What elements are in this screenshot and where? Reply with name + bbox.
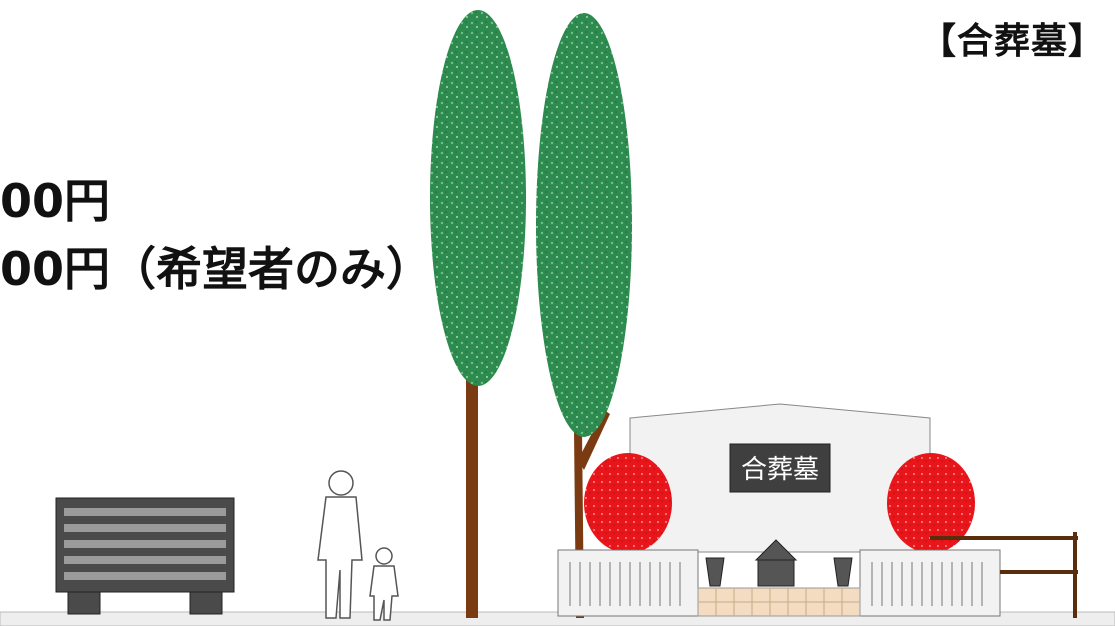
price-line-2: 00円（希望者のみ）	[0, 242, 433, 296]
child-icon	[369, 547, 399, 621]
shrub-icon	[584, 453, 672, 553]
plaque-text: 合葬墓	[741, 455, 819, 485]
shrub-icon	[887, 453, 975, 553]
urn-icon	[833, 557, 853, 587]
plaque	[729, 443, 831, 493]
price-line-1: 00円	[0, 174, 111, 228]
urn-icon	[705, 557, 725, 587]
tree-icon	[430, 10, 526, 618]
page-title: 【合葬墓】	[919, 21, 1105, 62]
bench-icon	[55, 497, 235, 615]
fence-icon	[930, 532, 1078, 618]
altar	[754, 539, 798, 587]
fence-icon	[557, 549, 1001, 617]
person-icon	[317, 470, 363, 619]
